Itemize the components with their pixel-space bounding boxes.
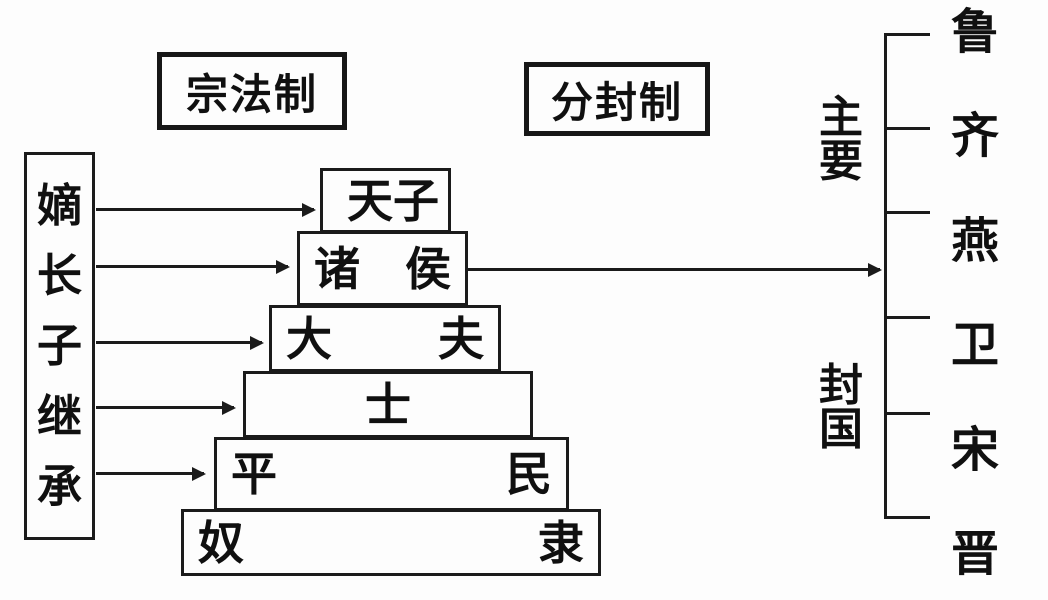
tier-tianzi-char-2: 子 xyxy=(393,173,439,228)
title-box-fengfeng: 分封制 xyxy=(524,62,710,136)
brace-tick-6 xyxy=(884,516,930,519)
right-caption-top: 主 要 xyxy=(819,96,863,184)
left-caption-char-5: 承 xyxy=(36,459,82,513)
left-caption-char-4: 继 xyxy=(36,389,82,443)
tier-pingmin-char-1: 平 xyxy=(231,447,277,501)
right-caption-char-4: 国 xyxy=(819,404,863,455)
states-list: 鲁 齐 燕 卫 宋 晋 xyxy=(940,8,1010,578)
tier-zhuhou-char-2: 侯 xyxy=(405,241,451,296)
state-item-qi: 齐 xyxy=(950,108,999,165)
tier-pingmin-char-2: 民 xyxy=(506,447,552,501)
title-box-zongfa: 宗法制 xyxy=(157,52,347,130)
right-caption-char-2: 要 xyxy=(819,136,863,187)
brace-tick-5 xyxy=(884,412,930,415)
left-caption-char-1: 嫡 xyxy=(36,179,82,233)
tier-nuli: 奴 隶 xyxy=(181,509,601,576)
tier-shi: 士 xyxy=(243,371,533,438)
arrow-to-dafu xyxy=(96,341,262,344)
left-caption-text: 嫡 长 子 继 承 xyxy=(30,158,89,534)
tier-dafu-char-1: 大 xyxy=(286,311,332,366)
title-box-zongfa-label: 宗法制 xyxy=(160,55,344,127)
state-item-song: 宋 xyxy=(950,421,999,478)
state-item-yan: 燕 xyxy=(950,212,999,269)
tier-pingmin: 平 民 xyxy=(214,437,569,511)
arrow-to-pingmin xyxy=(96,472,204,475)
arrow-to-tianzi xyxy=(96,208,314,211)
brace-tick-4 xyxy=(884,316,930,319)
brace-tick-3 xyxy=(884,211,930,214)
state-item-lu: 鲁 xyxy=(950,4,999,60)
title-box-fengfeng-label: 分封制 xyxy=(527,65,707,133)
tier-nuli-char-1: 奴 xyxy=(198,515,244,570)
left-caption-char-2: 长 xyxy=(36,249,82,303)
tier-dafu-char-2: 夫 xyxy=(438,311,484,366)
tier-zhuhou-char-1: 诸 xyxy=(314,241,360,296)
left-caption-char-3: 子 xyxy=(36,319,82,373)
arrow-to-zhuhou xyxy=(96,265,288,268)
right-caption-text: 主 要 封 国 xyxy=(812,96,870,452)
right-caption-char-3: 封 xyxy=(819,360,863,411)
tier-dafu: 大 夫 xyxy=(269,305,501,372)
tier-nuli-char-2: 隶 xyxy=(538,515,584,570)
tier-zhuhou: 诸 侯 xyxy=(297,231,468,306)
right-caption-char-1: 主 xyxy=(819,92,863,143)
state-item-wei: 卫 xyxy=(950,317,999,374)
tier-tianzi-char-1: 天 xyxy=(347,173,393,228)
tier-shi-char-1: 士 xyxy=(365,377,411,432)
brace-tick-2 xyxy=(884,127,930,130)
left-caption-box: 嫡 长 子 继 承 xyxy=(24,152,95,540)
state-item-jin: 晋 xyxy=(950,525,999,582)
right-caption-bottom: 封 国 xyxy=(819,364,863,452)
tier-tianzi: 天 子 xyxy=(320,168,451,233)
brace-tick-1 xyxy=(884,33,930,36)
arrow-to-shi xyxy=(96,406,234,409)
arrow-zhuhou-to-states xyxy=(468,268,880,271)
states-brace xyxy=(884,33,887,519)
